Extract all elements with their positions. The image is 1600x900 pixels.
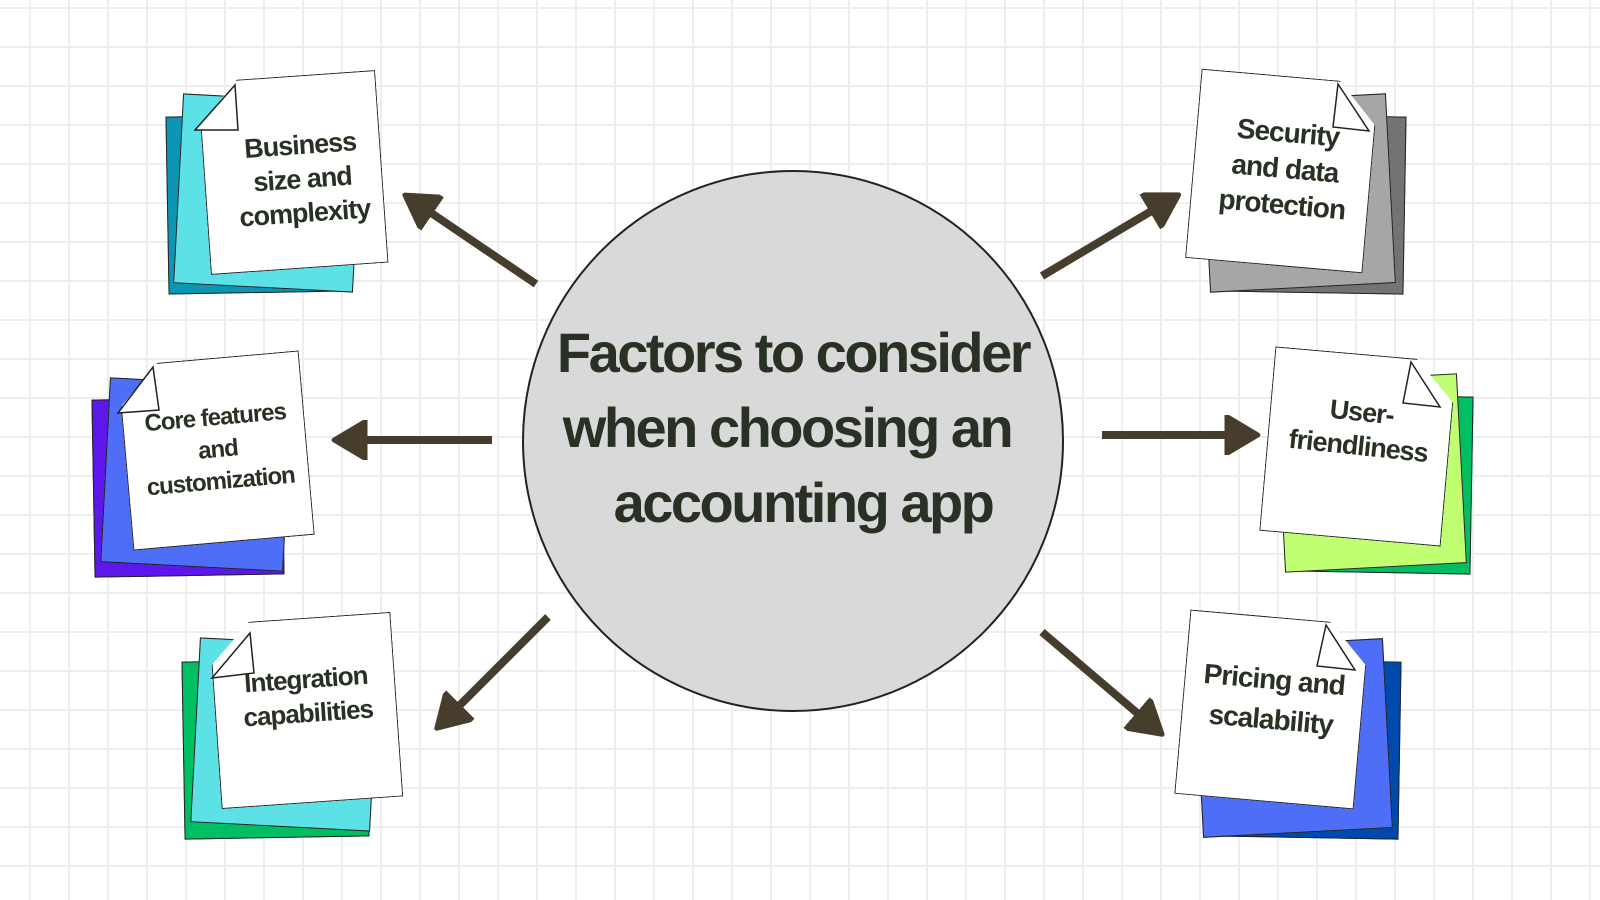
page-curl-icon bbox=[193, 83, 239, 131]
title-line-2: when choosing an bbox=[562, 396, 1014, 459]
page-curl-icon bbox=[210, 631, 255, 679]
page-curl-icon bbox=[1332, 81, 1371, 132]
factor-note-pricing: Pricing and scalability bbox=[1180, 605, 1430, 850]
factor-label: Integration capabilities bbox=[242, 659, 374, 733]
diagram-title: Factors to consider when choosing an acc… bbox=[522, 315, 1064, 540]
factor-note-core-features: Core features and customization bbox=[85, 340, 335, 585]
factor-label: Business size and complexity bbox=[238, 126, 372, 233]
arrow-to-integration bbox=[448, 614, 551, 717]
factor-label: Core features and customization bbox=[143, 397, 296, 502]
factor-note-security: Security and data protection bbox=[1185, 60, 1435, 305]
factor-label: Pricing and scalability bbox=[1202, 657, 1347, 741]
page-curl-icon bbox=[1402, 360, 1442, 408]
center-circle bbox=[522, 170, 1064, 712]
factor-note-business-size: Business size and complexity bbox=[160, 60, 410, 305]
factor-note-user-friendliness: User- friendliness bbox=[1265, 340, 1515, 585]
page-curl-icon bbox=[1316, 623, 1357, 671]
arrow-to-security bbox=[1039, 203, 1165, 280]
factor-label: Security and data protection bbox=[1217, 112, 1347, 226]
factor-note-integration: Integration capabilities bbox=[175, 600, 425, 845]
arrow-to-pricing bbox=[1039, 628, 1150, 724]
arrow-to-business-size bbox=[418, 204, 539, 288]
page-curl-icon bbox=[116, 365, 160, 414]
title-line-1: Factors to consider bbox=[556, 321, 1032, 384]
title-line-3: accounting app bbox=[613, 471, 995, 534]
